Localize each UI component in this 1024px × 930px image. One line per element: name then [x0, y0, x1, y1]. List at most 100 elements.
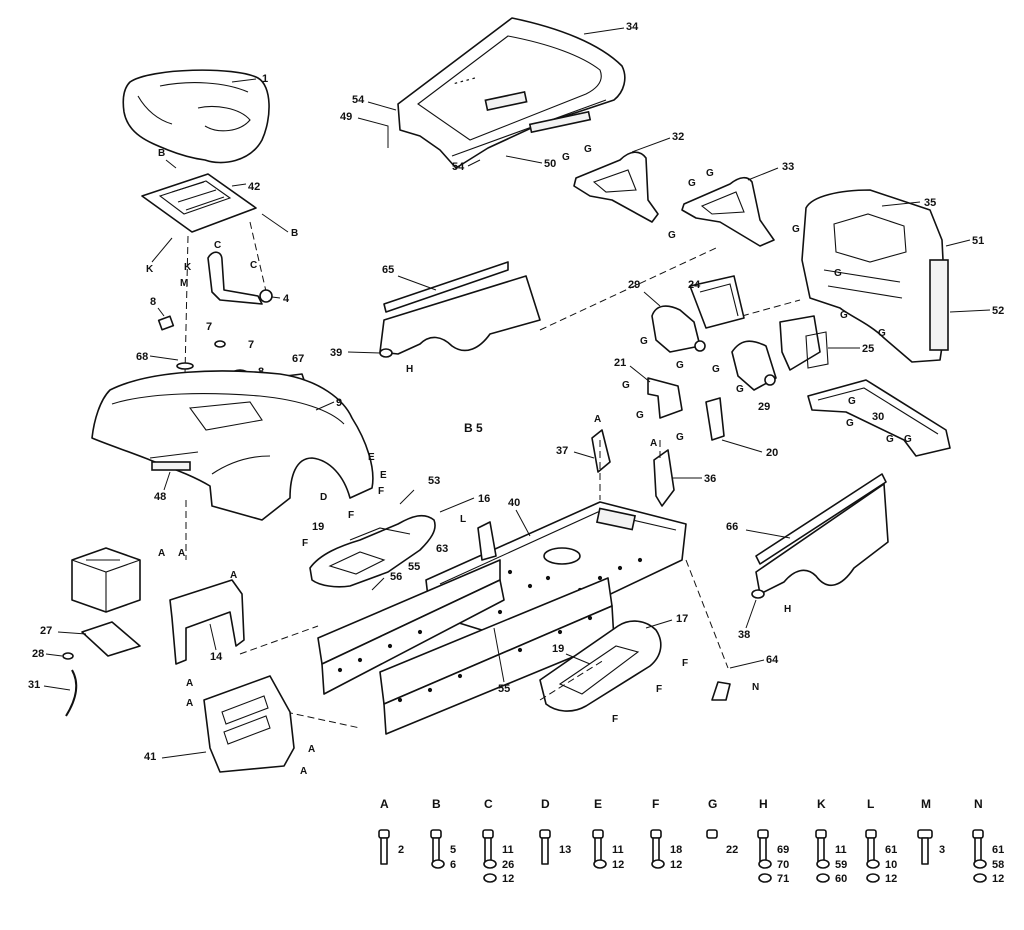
hood-bracket-right — [681, 176, 775, 247]
hardware-part-number: 58 — [992, 859, 1004, 871]
letter-h: H — [784, 604, 791, 615]
label-21: 21 — [614, 357, 626, 369]
letter-g: G — [712, 364, 720, 375]
letter-e: E — [368, 452, 375, 463]
letter-c: C — [250, 260, 257, 271]
letter-l: L — [460, 514, 466, 525]
battery-tray — [81, 621, 141, 657]
bracket-29a — [651, 305, 706, 353]
label-50: 50 — [544, 158, 556, 170]
washer-icon — [973, 859, 987, 869]
letter-g: G — [848, 396, 856, 407]
hood: - - - - — [397, 17, 626, 169]
hardware-letter: K — [817, 797, 826, 811]
washer-icon — [866, 859, 880, 869]
label-7a: 7 — [206, 321, 212, 333]
letter-g: G — [706, 168, 714, 179]
label-9: 9 — [336, 397, 342, 409]
label-19a: 19 — [312, 521, 324, 533]
letter-g: G — [562, 152, 570, 163]
bracket-24 — [689, 275, 745, 329]
hardware-part-number: 5 — [450, 844, 456, 856]
hardware-part-number: 69 — [777, 844, 789, 856]
bolt-head-icon — [430, 829, 442, 839]
hardware-part-number: 12 — [670, 859, 682, 871]
hardware-part-number: 6 — [450, 859, 456, 871]
label-25: 25 — [862, 343, 874, 355]
hardware-key: A2B56C112612D13E1112F1812G22H697071K1159… — [378, 797, 1004, 885]
label-1: 1 — [262, 73, 268, 85]
seat-bracket — [207, 251, 273, 305]
label-16: 16 — [478, 493, 490, 505]
grille — [801, 189, 949, 363]
letter-h: H — [406, 364, 413, 375]
hardware-letter: C — [484, 797, 493, 811]
battery — [71, 547, 141, 613]
section-mark: B 5 — [464, 421, 483, 435]
hardware-letter: D — [541, 797, 550, 811]
seat-pan — [141, 173, 257, 233]
washer-icon — [483, 859, 497, 869]
letter-f: F — [302, 538, 308, 549]
hardware-part-number: 60 — [835, 873, 847, 885]
letter-e: E — [380, 470, 387, 481]
label-66: 66 — [726, 521, 738, 533]
letter-g: G — [636, 410, 644, 421]
label-35: 35 — [924, 197, 936, 209]
bolt-head-icon — [592, 829, 604, 839]
label-41: 41 — [144, 751, 156, 763]
label-4: 4 — [283, 293, 290, 305]
bracket-36 — [653, 449, 675, 507]
hardware-d: D 13 — [539, 797, 571, 865]
hardware-letter: H — [759, 797, 768, 811]
letter-g: G — [676, 360, 684, 371]
hardware-part-number: 12 — [502, 873, 514, 885]
washer-icon — [973, 873, 987, 883]
letter-f: F — [348, 510, 354, 521]
letter-f: F — [682, 658, 688, 669]
label-7b: 7 — [248, 339, 254, 351]
bolt-head-icon — [378, 829, 390, 839]
label-30: 30 — [872, 411, 884, 423]
washer-icon — [431, 859, 445, 869]
label-39: 39 — [330, 347, 342, 359]
hardware-part-number: 13 — [559, 844, 571, 856]
rod-64 — [711, 681, 731, 701]
label-36: 36 — [704, 473, 716, 485]
hardware-letter: G — [708, 797, 717, 811]
letter-g: G — [792, 224, 800, 235]
label-17: 17 — [676, 613, 688, 625]
label-8a: 8 — [150, 296, 156, 308]
seat — [122, 69, 270, 164]
label-54b: 54 — [452, 161, 465, 173]
bracket-29b — [731, 340, 777, 391]
letter-g: G — [640, 336, 648, 347]
hood-bracket-left — [573, 151, 659, 223]
hardware-a: A2 — [378, 797, 404, 865]
bolt-head-icon — [482, 829, 494, 839]
washer-icon — [651, 859, 665, 869]
hardware-letter: N — [974, 797, 983, 811]
rear-panel — [203, 675, 295, 773]
hardware-letter: F — [652, 797, 659, 811]
letter-g: G — [676, 432, 684, 443]
label-40: 40 — [508, 497, 520, 509]
label-38: 38 — [738, 629, 750, 641]
letter-a: A — [650, 438, 657, 449]
hardware-part-number: 61 — [992, 844, 1004, 856]
label-31: 31 — [28, 679, 40, 691]
hardware-part-number: 11 — [612, 844, 624, 856]
letter-g: G — [846, 418, 854, 429]
letter-d: D — [320, 492, 327, 503]
washer-icon — [866, 873, 880, 883]
label-28: 28 — [32, 648, 44, 660]
hardware-part-number: 10 — [885, 859, 897, 871]
bracket-25 — [779, 315, 829, 371]
label-49: 49 — [340, 111, 352, 123]
washer-icon — [816, 859, 830, 869]
label-63: 63 — [436, 543, 448, 555]
label-51: 51 — [972, 235, 984, 247]
